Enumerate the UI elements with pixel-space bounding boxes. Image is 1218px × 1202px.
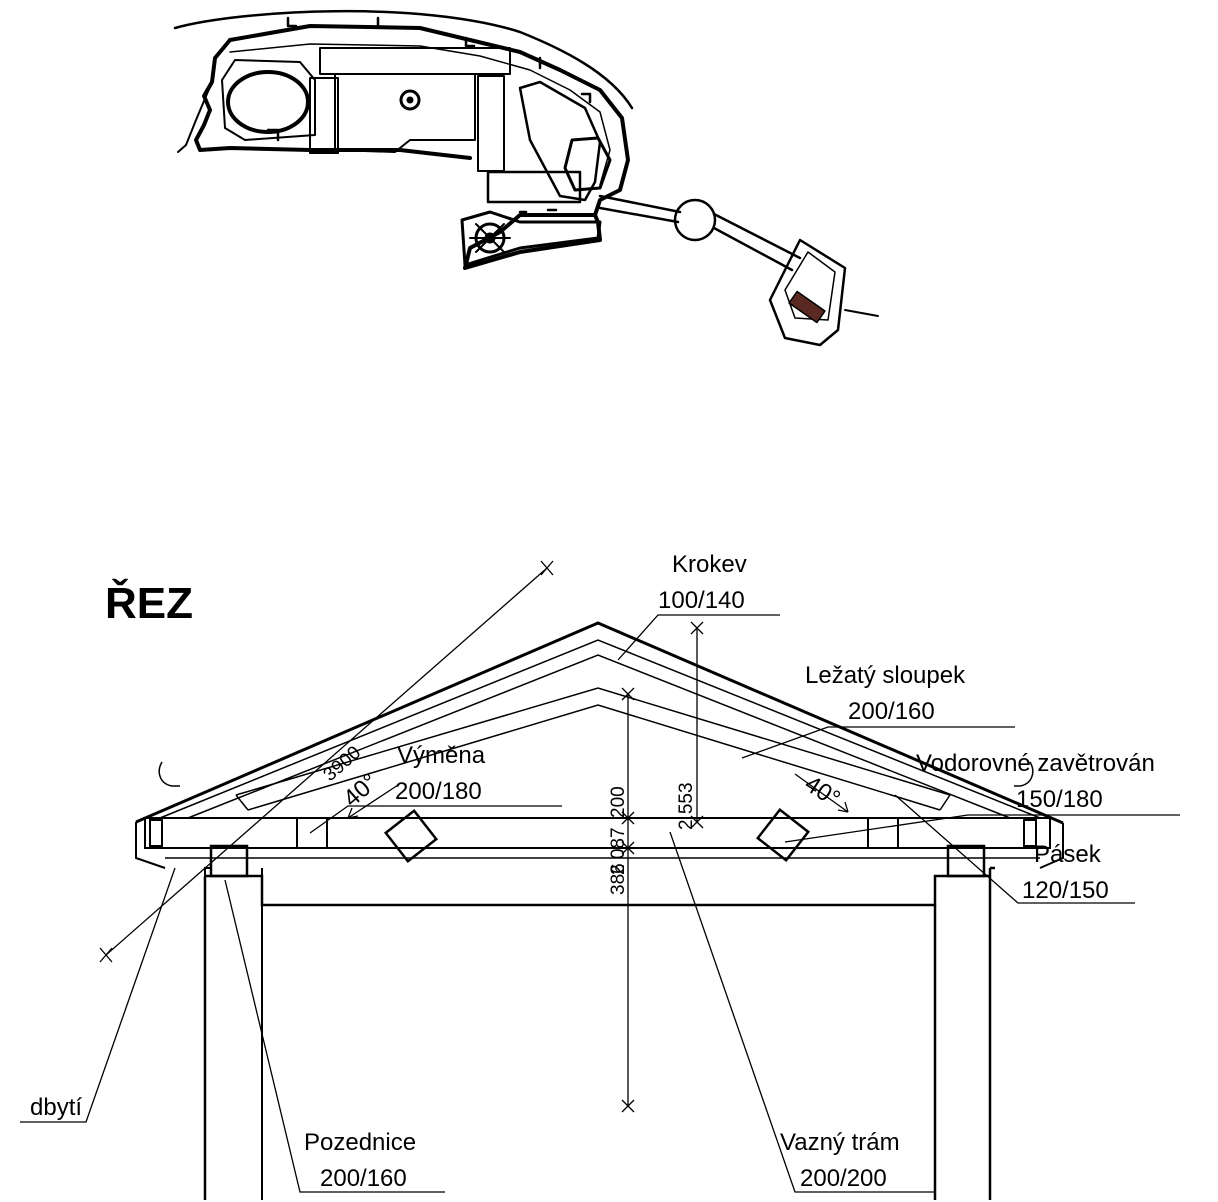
inner-height-tick-3 [621,1099,635,1113]
pitch-right-arrow [794,773,849,813]
castle-outer-wall [228,24,630,270]
leader-lines [20,614,1180,1193]
vazny-tram-name-label: Vazný trám [780,1129,900,1156]
strut-outline-outer [235,687,951,796]
sloupek-leader [741,726,1015,759]
vymena-name-label: Výměna [397,742,486,769]
west-tower-block [309,77,339,154]
inner-height-tick-1 [621,811,635,825]
pozednice-size-label: 200/160 [320,1165,407,1192]
outer-tower-tail [844,309,879,317]
inner-height-tick-2 [621,841,635,855]
roof-section [135,621,1064,1200]
vymena-size-label: 200/180 [395,778,482,805]
ceiling-line [205,874,990,907]
zavetrovani-leader [784,814,1180,843]
zavetrovani-name-label: Vodorovné zavětrován [916,750,1155,777]
ridge-height-tick-bottom [690,815,704,829]
central-courtyard [334,73,476,153]
bridge-path [598,194,682,224]
buttress-marks [266,16,592,214]
rafter-dim-line [105,567,548,956]
vymena-leader [309,805,562,834]
ridge-height-label: 2 553 [676,782,697,830]
well-inner [406,96,414,104]
strut-right-end [939,794,951,811]
inner-height-tick-top [621,687,635,701]
west-spur-line [177,81,213,153]
round-tower-core [484,232,496,244]
rafter-line-1 [159,639,1041,819]
pasek-name-label: Pásek [1034,841,1102,868]
inner-height-label: 2 087 [608,827,629,875]
castle-west-wall [194,38,472,160]
outer-boundary-line [173,9,634,110]
krokev-size-label: 100/140 [658,587,745,614]
left-eave-edge [135,822,166,869]
podbyti-leader [20,867,176,1123]
east-chapel [563,136,612,192]
zavetrovani-size-label: 150/180 [1016,786,1103,813]
podbyti-name-label: dbytí [30,1094,82,1121]
central-hall [319,47,511,75]
well-outer [399,89,421,111]
roof-outer-line [135,621,1064,825]
oval-court [226,70,310,134]
oval-court-surround [221,59,316,141]
dimension-lines [99,560,849,1113]
pasek-size-label: 120/150 [1022,877,1109,904]
purlin-left [383,808,439,864]
tie-beam [144,817,1051,849]
rafter-dim-tick-2 [540,560,554,576]
castle-inner-line [229,43,611,186]
north-corridor [477,75,505,172]
vazny-tram-size-label: 200/200 [800,1165,887,1192]
krokev-leader [617,614,780,661]
site-plan [173,9,879,347]
right-wall [933,868,992,1200]
pasek-leader [894,794,1135,904]
pitch-left-arrowhead [347,807,359,819]
pozednice-right [946,844,986,878]
left-eave-hook [158,761,180,787]
bridge-east [712,212,802,272]
purlin-right [755,807,811,863]
right-eave-edge [1039,823,1064,869]
pitch-right-label: 40° [800,770,845,812]
sloupek-name-label: Ležatý sloupek [805,662,966,689]
krokev-name-label: Krokev [672,551,747,578]
south-block [486,170,582,204]
right-end-post [1023,819,1037,847]
pitch-left-arrow [347,784,399,819]
pozednice-left [209,844,249,878]
outer-tower-highlight [788,290,826,324]
pitch-right-arrowhead [837,801,849,813]
east-wing [518,80,602,202]
outer-tower [768,238,847,347]
pozednice-name-label: Pozednice [304,1129,416,1156]
strut-outline-inner [247,704,941,811]
ridge-height-tick-top [690,621,704,635]
section-title: ŘEZ [105,578,193,628]
pozednice-leader [224,879,445,1193]
vazny-tram-leader [669,831,935,1193]
vymena-left [296,817,328,849]
left-end-post [149,819,163,847]
wall-offset-label: 386 [608,863,629,895]
south-bastion [460,210,602,267]
sloupek-size-label: 200/160 [848,698,935,725]
bridge-roundel [673,198,717,242]
beam-height-label: 200 [608,786,629,818]
right-eave-hook [1014,761,1034,787]
vymena-right [867,817,899,849]
strut-left-end [235,794,249,811]
rafter-dim-tick-1 [99,947,113,963]
